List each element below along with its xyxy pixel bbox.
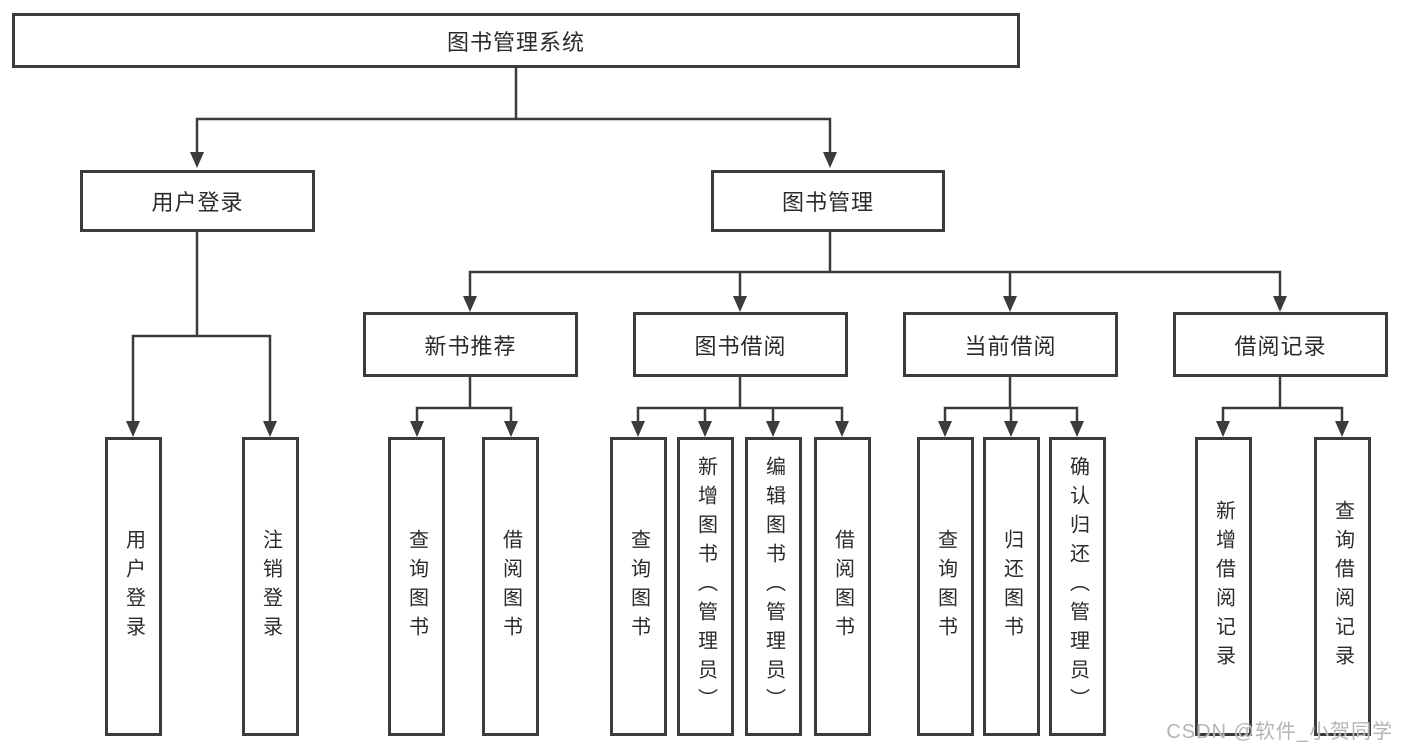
leaf-add-books-admin-label: 新增图书（管理员）: [694, 456, 717, 717]
leaf-query-books-recommend-label: 查询图书: [405, 528, 428, 645]
node-book-management-label: 图书管理: [781, 190, 874, 215]
node-book-borrow: 图书借阅: [633, 312, 848, 377]
node-borrow-record-label: 借阅记录: [1234, 333, 1327, 359]
leaf-query-books-borrow: 查询图书: [610, 437, 667, 736]
leaf-query-books-recommend: 查询图书: [388, 437, 445, 736]
leaf-borrow-books-recommend-label: 借阅图书: [499, 528, 522, 645]
node-borrow-record: 借阅记录: [1173, 312, 1388, 377]
leaf-confirm-return-admin-label: 确认归还（管理员）: [1066, 456, 1089, 717]
leaf-borrow-books-recommend: 借阅图书: [482, 437, 539, 736]
leaf-edit-books-admin: 编辑图书（管理员）: [745, 437, 802, 736]
node-user-login: 用户登录: [80, 170, 315, 232]
leaf-borrow-books-label: 借阅图书: [831, 528, 854, 645]
leaf-return-books: 归还图书: [983, 437, 1040, 736]
node-system-root-label: 图书管理系统: [446, 29, 585, 55]
leaf-query-borrow-record-label: 查询借阅记录: [1331, 499, 1354, 674]
node-book-management: 图书管理: [711, 170, 945, 232]
node-new-book-recommend-label: 新书推荐: [424, 333, 517, 359]
leaf-confirm-return-admin: 确认归还（管理员）: [1049, 437, 1106, 736]
leaf-query-books-borrow-label: 查询图书: [627, 528, 650, 645]
leaf-query-books-current-label: 查询图书: [934, 528, 957, 645]
leaf-add-books-admin: 新增图书（管理员）: [677, 437, 734, 736]
node-current-borrow: 当前借阅: [903, 312, 1118, 377]
node-book-borrow-label: 图书借阅: [694, 333, 787, 359]
leaf-add-borrow-record-label: 新增借阅记录: [1212, 499, 1235, 674]
leaf-logout: 注销登录: [242, 437, 299, 736]
leaf-user-login: 用户登录: [105, 437, 162, 736]
node-system-root: 图书管理系统: [12, 13, 1020, 68]
leaf-add-borrow-record: 新增借阅记录: [1195, 437, 1252, 736]
csdn-watermark: CSDN @软件_小贺同学: [1166, 721, 1393, 743]
leaf-query-books-current: 查询图书: [917, 437, 974, 736]
node-current-borrow-label: 当前借阅: [964, 333, 1057, 359]
leaf-return-books-label: 归还图书: [1000, 528, 1023, 645]
leaf-query-borrow-record: 查询借阅记录: [1314, 437, 1371, 736]
node-new-book-recommend: 新书推荐: [363, 312, 578, 377]
leaf-borrow-books: 借阅图书: [814, 437, 871, 736]
leaf-user-login-label: 用户登录: [122, 528, 145, 645]
node-user-login-label: 用户登录: [151, 190, 244, 215]
leaf-logout-label: 注销登录: [259, 528, 282, 645]
leaf-edit-books-admin-label: 编辑图书（管理员）: [762, 456, 785, 717]
